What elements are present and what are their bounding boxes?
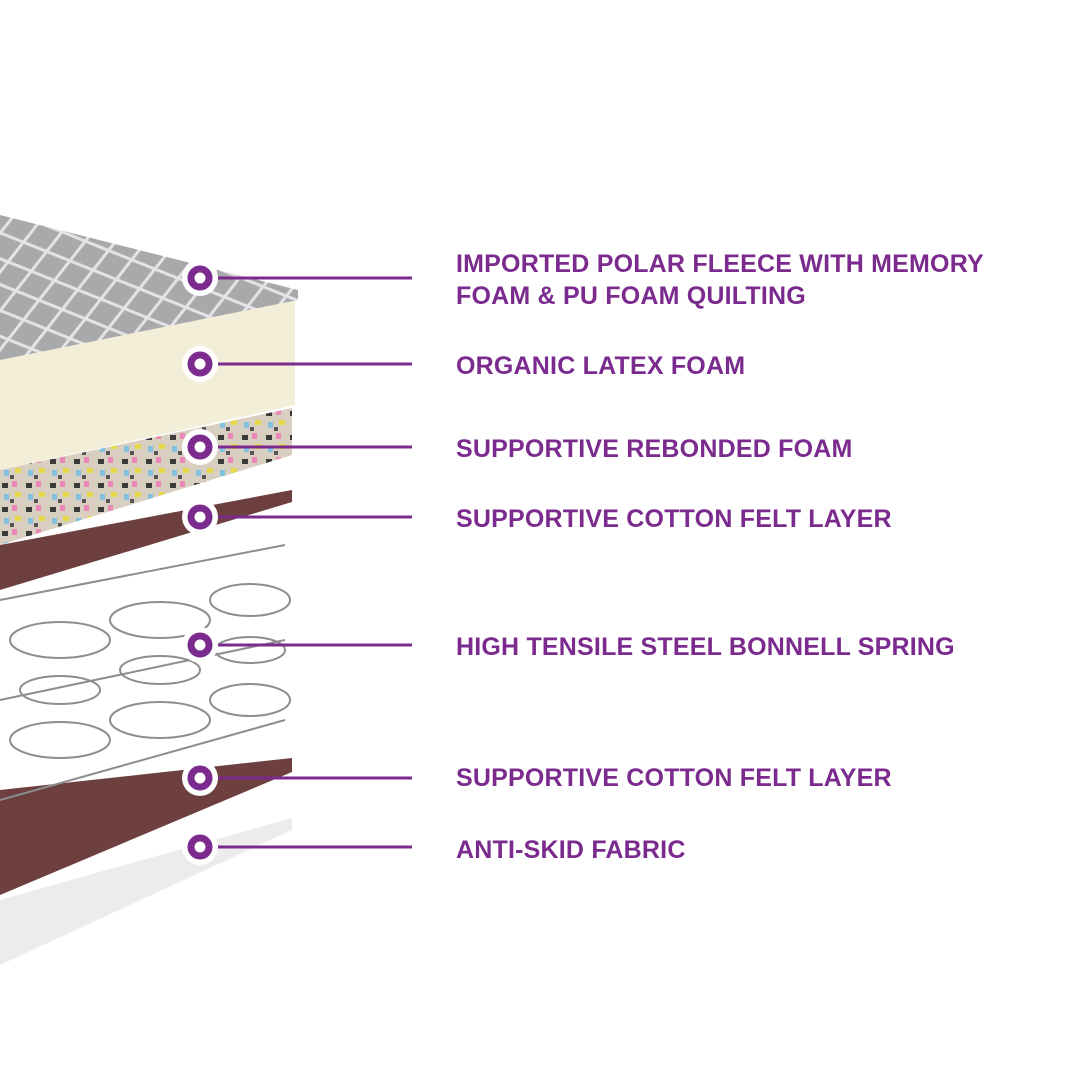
layer-label-line: FOAM & PU FOAM QUILTING: [456, 282, 806, 310]
layer-label: SUPPORTIVE REBONDED FOAM: [456, 435, 853, 463]
layer-label: ANTI-SKID FABRIC: [456, 836, 686, 864]
rebonded-foam-layer: [0, 408, 292, 545]
layer-label: SUPPORTIVE COTTON FELT LAYER: [456, 764, 892, 792]
marker-icon: [182, 829, 218, 865]
marker-icon: [182, 499, 218, 535]
spring-layer: [0, 544, 291, 801]
marker-icon: [182, 346, 218, 382]
layer-label: HIGH TENSILE STEEL BONNELL SPRING: [456, 633, 955, 661]
layer-label: ORGANIC LATEX FOAM: [456, 352, 746, 380]
felt-layer-bottom: [0, 758, 292, 895]
layer-label: SUPPORTIVE COTTON FELT LAYER: [456, 505, 892, 533]
marker-icon: [182, 760, 218, 796]
anti-skid-layer: [0, 818, 292, 965]
latex-foam-layer: [0, 298, 295, 470]
marker-icon: [182, 260, 218, 296]
marker-icon: [182, 627, 218, 663]
quilted-fleece-layer: [0, 215, 298, 360]
layer-label-line: IMPORTED POLAR FLEECE WITH MEMORY: [456, 250, 984, 278]
felt-layer-top: [0, 490, 292, 590]
marker-icon: [182, 429, 218, 465]
